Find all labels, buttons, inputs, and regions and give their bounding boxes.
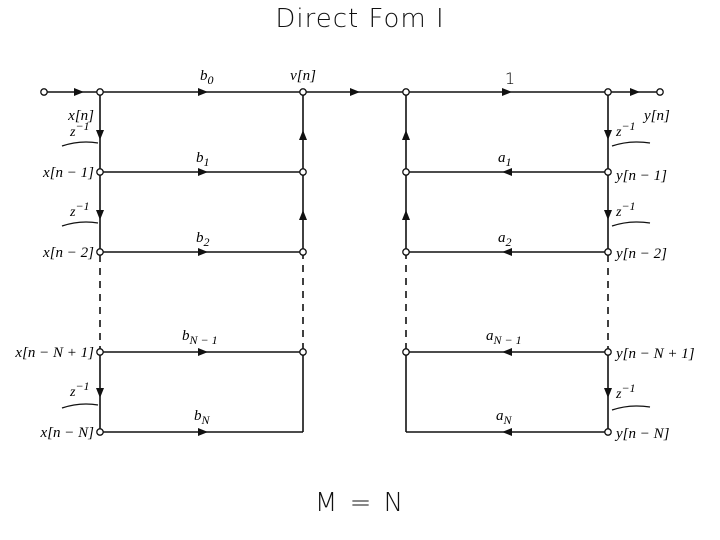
arrow-b0: [198, 88, 208, 96]
node-xN-1: [96, 348, 104, 356]
node-lsum-2: [299, 248, 307, 256]
node-rsum-N-1: [402, 348, 410, 356]
node-x2: [96, 248, 104, 256]
delay-left-1: z−1: [69, 119, 90, 140]
node-yN-1: [604, 348, 612, 356]
label-y0: y[n]: [642, 108, 670, 124]
arrow-top-right: [502, 88, 512, 96]
coef-a2: a2: [498, 230, 512, 249]
underline-left-2: [61, 221, 99, 227]
label-yN: y[n − N]: [614, 426, 670, 442]
label-xN: x[n − N]: [40, 425, 95, 441]
label-x2: x[n − 2]: [42, 245, 94, 261]
arrow-rdelay-2: [604, 210, 612, 220]
coef-bN: bN: [194, 408, 211, 427]
output-arrow: [630, 88, 640, 96]
nodes: [40, 88, 664, 436]
node-lsum-1: [299, 168, 307, 176]
arrow-rsum-1: [402, 130, 410, 140]
arrow-delay-1: [96, 130, 104, 140]
arrow-b2: [198, 248, 208, 256]
arrow-middle: [350, 88, 360, 96]
delay-right-2: z−1: [615, 199, 636, 220]
delay-left-n: z−1: [69, 379, 90, 400]
arrow-a2: [502, 248, 512, 256]
arrow-delay-n: [96, 388, 104, 398]
arrow-aN-1: [502, 348, 512, 356]
underline-right-2: [611, 221, 651, 227]
underline-right-1: [611, 141, 651, 147]
node-rsum-2: [402, 248, 410, 256]
label-v: v[n]: [290, 68, 316, 84]
input-node: [40, 88, 48, 96]
coef-b0: b0: [200, 68, 214, 87]
coef-b1: b1: [196, 150, 210, 169]
label-x0: x[n]: [67, 108, 94, 124]
arrow-delay-2: [96, 210, 104, 220]
arrow-rsum-2: [402, 210, 410, 220]
coef-a1: a1: [498, 150, 512, 169]
input-arrow: [74, 88, 84, 96]
footer-equation: M = N: [314, 488, 406, 518]
label-xN-1: x[n − N + 1]: [14, 345, 94, 361]
label-y1: y[n − 1]: [614, 168, 667, 184]
node-v: [299, 88, 307, 96]
label-x1: x[n − 1]: [42, 165, 94, 181]
arrow-rdelay-n: [604, 388, 612, 398]
coef-aN: aN: [496, 408, 513, 427]
label-y2: y[n − 2]: [614, 246, 667, 262]
delay-left-2: z−1: [69, 199, 90, 220]
diagram-title: Direct Fom I: [275, 4, 445, 34]
node-x1: [96, 168, 104, 176]
node-x0: [96, 88, 104, 96]
underline-right-n: [611, 405, 651, 411]
node-y1: [604, 168, 612, 176]
arrow-aN: [502, 428, 512, 436]
underline-left-n: [61, 403, 99, 409]
coef-b2: b2: [196, 230, 210, 249]
node-y0: [604, 88, 612, 96]
delay-right-1: z−1: [615, 119, 636, 140]
arrow-sum-2: [299, 210, 307, 220]
node-y2: [604, 248, 612, 256]
arrow-bN: [198, 428, 208, 436]
arrow-sum-1: [299, 130, 307, 140]
output-node: [656, 88, 664, 96]
underline-left-1: [61, 141, 99, 147]
top-right-mark: 1: [505, 69, 515, 88]
delay-right-n: z−1: [615, 381, 636, 402]
label-yN-1: y[n − N + 1]: [614, 346, 695, 362]
node-rsum-1: [402, 168, 410, 176]
node-rsum-0: [402, 88, 410, 96]
arrow-a1: [502, 168, 512, 176]
coef-bN-1: bN − 1: [182, 328, 218, 347]
node-yN: [604, 428, 612, 436]
coef-aN-1: aN − 1: [486, 328, 522, 347]
arrow-rdelay-1: [604, 130, 612, 140]
arrow-bN-1: [198, 348, 208, 356]
arrow-b1: [198, 168, 208, 176]
node-xN: [96, 428, 104, 436]
node-lsum-N-1: [299, 348, 307, 356]
